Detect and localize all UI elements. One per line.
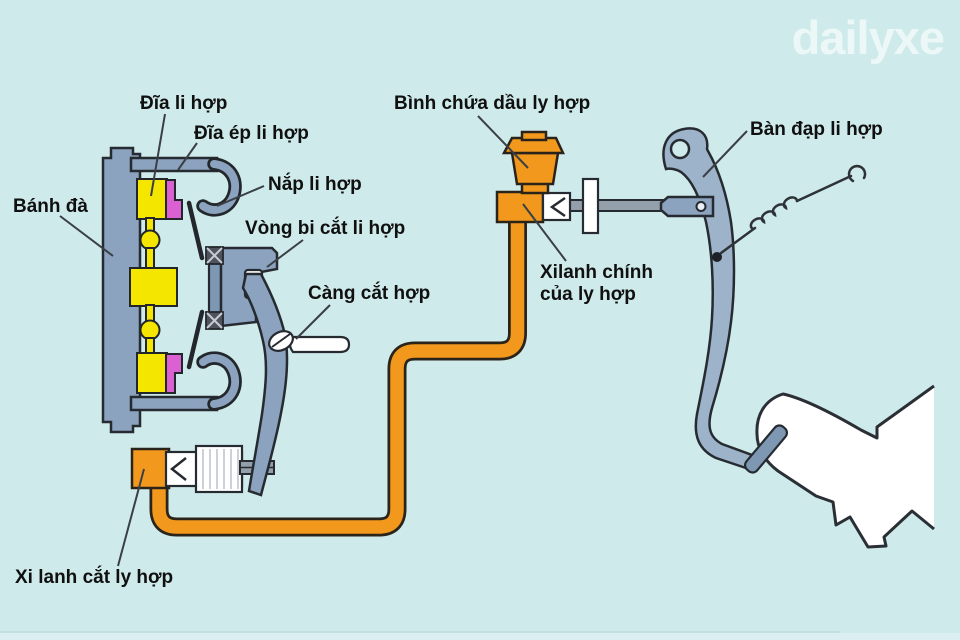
return-spring — [712, 164, 867, 262]
pedal-arm — [662, 127, 754, 470]
leader-banh-da — [59, 215, 114, 257]
disc-bottom-segment — [136, 352, 168, 394]
pipe-fill — [152, 221, 525, 534]
disc-spring-bottom — [139, 319, 161, 341]
label-nap-li-hop: Nắp li hợp — [268, 174, 362, 195]
boot-ribs — [202, 449, 239, 489]
slave-cylinder-body — [130, 447, 171, 490]
cover-strap-bottom — [129, 395, 219, 412]
label-banh-da: Bánh đà — [13, 196, 88, 217]
bearing-sleeve — [207, 260, 223, 316]
leader-lines — [59, 113, 748, 567]
label-dia-li-hop: Đĩa li hợp — [140, 93, 228, 114]
release-fork — [241, 272, 351, 497]
clutch-cover — [129, 156, 242, 412]
spring-hook — [847, 164, 867, 183]
disc-spring-top — [139, 229, 161, 251]
reservoir-cap — [501, 136, 565, 155]
label-xi-lanh-cat: Xi lanh cắt ly hợp — [15, 567, 174, 588]
leader-dia-ep — [177, 142, 198, 171]
leader-binh-chua — [477, 115, 529, 169]
spring-anchor-dot — [712, 252, 722, 262]
cover-strap-top — [129, 156, 219, 173]
pedal-pad — [743, 424, 789, 474]
bottom-band — [0, 633, 960, 640]
label-vong-bi: Vòng bi cắt li hợp — [245, 218, 406, 239]
disc-hub — [129, 267, 178, 307]
leader-ban-dap — [702, 130, 748, 178]
hydraulic-pipe — [149, 221, 527, 537]
label-dia-ep-li-hop: Đĩa ép li hợp — [194, 123, 309, 144]
label-binh-chua: Bình chứa dầu ly hợp — [394, 93, 591, 114]
watermark-logo: dailyxe — [791, 11, 945, 64]
pressure-plate-bottom — [165, 353, 183, 394]
cover-hook-top — [199, 160, 240, 214]
fork-pivot-slot — [271, 333, 291, 348]
spring-wire-left — [719, 226, 757, 255]
slave-piston-seal — [169, 457, 187, 481]
master-piston — [541, 191, 572, 222]
disc-stem-2 — [145, 247, 155, 270]
leader-xilanh-chinh — [522, 203, 567, 262]
label-xilanh-chinh-line2: của ly hợp — [540, 284, 636, 305]
leader-xi-lanh-cat — [117, 468, 145, 567]
label-cang-cat: Càng cắt hợp — [308, 283, 431, 304]
reservoir-cap-tab — [520, 130, 548, 142]
spring-wire-right — [795, 174, 853, 203]
disc-stem-3 — [145, 304, 155, 323]
diaphragm-finger-top — [186, 200, 205, 261]
master-piston-seal — [549, 196, 566, 218]
label-xilanh-chinh: Xilanh chính của ly hợp — [540, 262, 653, 306]
bearing-race-top — [205, 246, 224, 265]
clutch-disc — [129, 178, 178, 394]
spring-coil — [749, 196, 799, 231]
pedal-pivot-hole — [669, 138, 691, 160]
fork-pivot-link — [288, 335, 351, 354]
cover-hook-bottom — [199, 354, 240, 408]
leader-vong-bi — [266, 239, 304, 268]
diaphragm-finger-bottom — [186, 309, 205, 370]
leader-nap — [216, 185, 265, 207]
clevis-pin — [695, 201, 707, 212]
flywheel — [101, 146, 142, 434]
master-flange — [581, 177, 600, 235]
master-cylinder-body — [495, 190, 545, 224]
master-push-rod — [565, 199, 669, 212]
shoe-fill — [756, 386, 934, 547]
leader-cang-cat — [295, 304, 331, 340]
bearing-race-bottom — [205, 311, 224, 330]
disc-stem-4 — [145, 337, 155, 355]
leader-dia-li-hop — [150, 113, 166, 197]
master-cylinder — [495, 130, 715, 235]
driver-shoe — [755, 384, 935, 549]
shoe-outline — [755, 384, 935, 549]
pressure-plate-top — [165, 179, 183, 220]
slave-cylinder — [130, 444, 275, 494]
label-xilanh-chinh-line1: Xilanh chính — [540, 262, 653, 283]
label-ban-dap: Bàn đạp li hợp — [750, 119, 883, 140]
